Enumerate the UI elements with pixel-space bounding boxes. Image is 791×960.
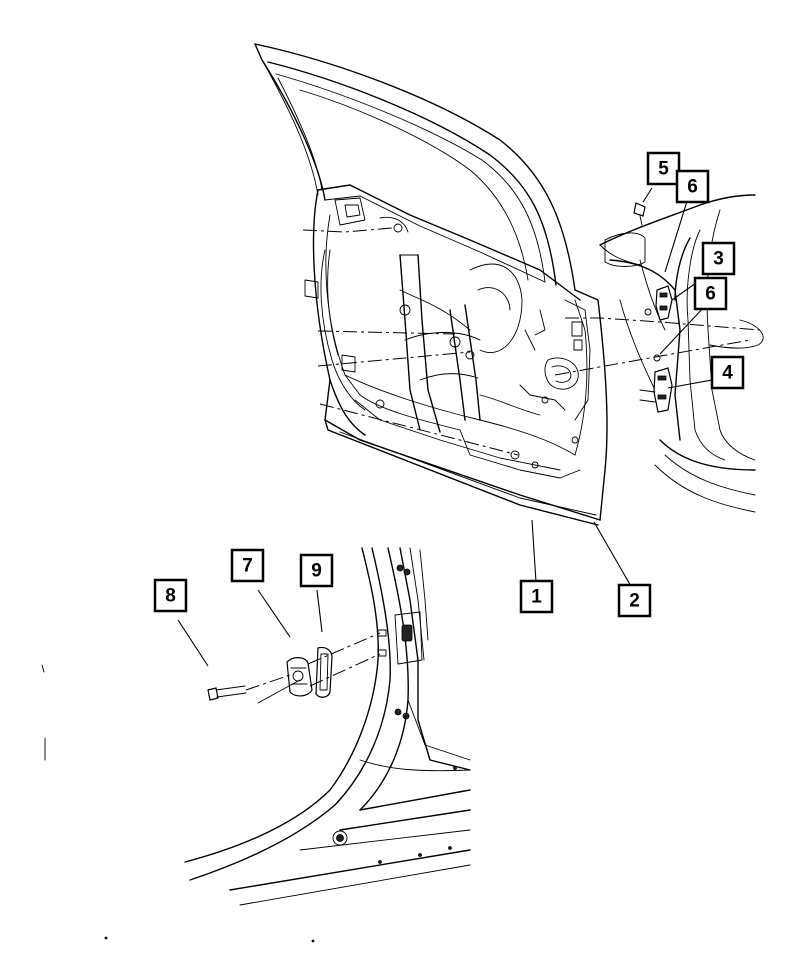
callout-5: 5 — [646, 151, 681, 186]
front-door-shell — [254, 43, 761, 526]
svg-text:8: 8 — [165, 586, 176, 607]
svg-text:7: 7 — [242, 556, 253, 577]
callout-4: 4 — [710, 355, 745, 390]
leader-lines — [177, 187, 713, 667]
callout-3: 3 — [701, 241, 736, 276]
callout-8: 8 — [153, 578, 188, 613]
svg-text:9: 9 — [311, 561, 322, 582]
svg-text:2: 2 — [629, 591, 640, 612]
callout-2: 2 — [617, 583, 652, 618]
svg-text:4: 4 — [722, 363, 733, 384]
svg-text:5: 5 — [658, 159, 669, 180]
b-pillar-body — [599, 194, 764, 513]
callout-6-lower: 6 — [693, 276, 728, 311]
callout-1: 1 — [519, 579, 554, 614]
svg-text:3: 3 — [713, 249, 724, 270]
callout-9: 9 — [299, 553, 334, 588]
callout-7: 7 — [230, 548, 265, 583]
stray-marks — [41, 664, 315, 943]
svg-text:1: 1 — [531, 587, 542, 608]
callout-6-upper: 6 — [675, 169, 710, 204]
a-pillar-hinge-area — [184, 547, 471, 906]
svg-text:6: 6 — [687, 177, 698, 198]
svg-text:6: 6 — [705, 284, 716, 305]
